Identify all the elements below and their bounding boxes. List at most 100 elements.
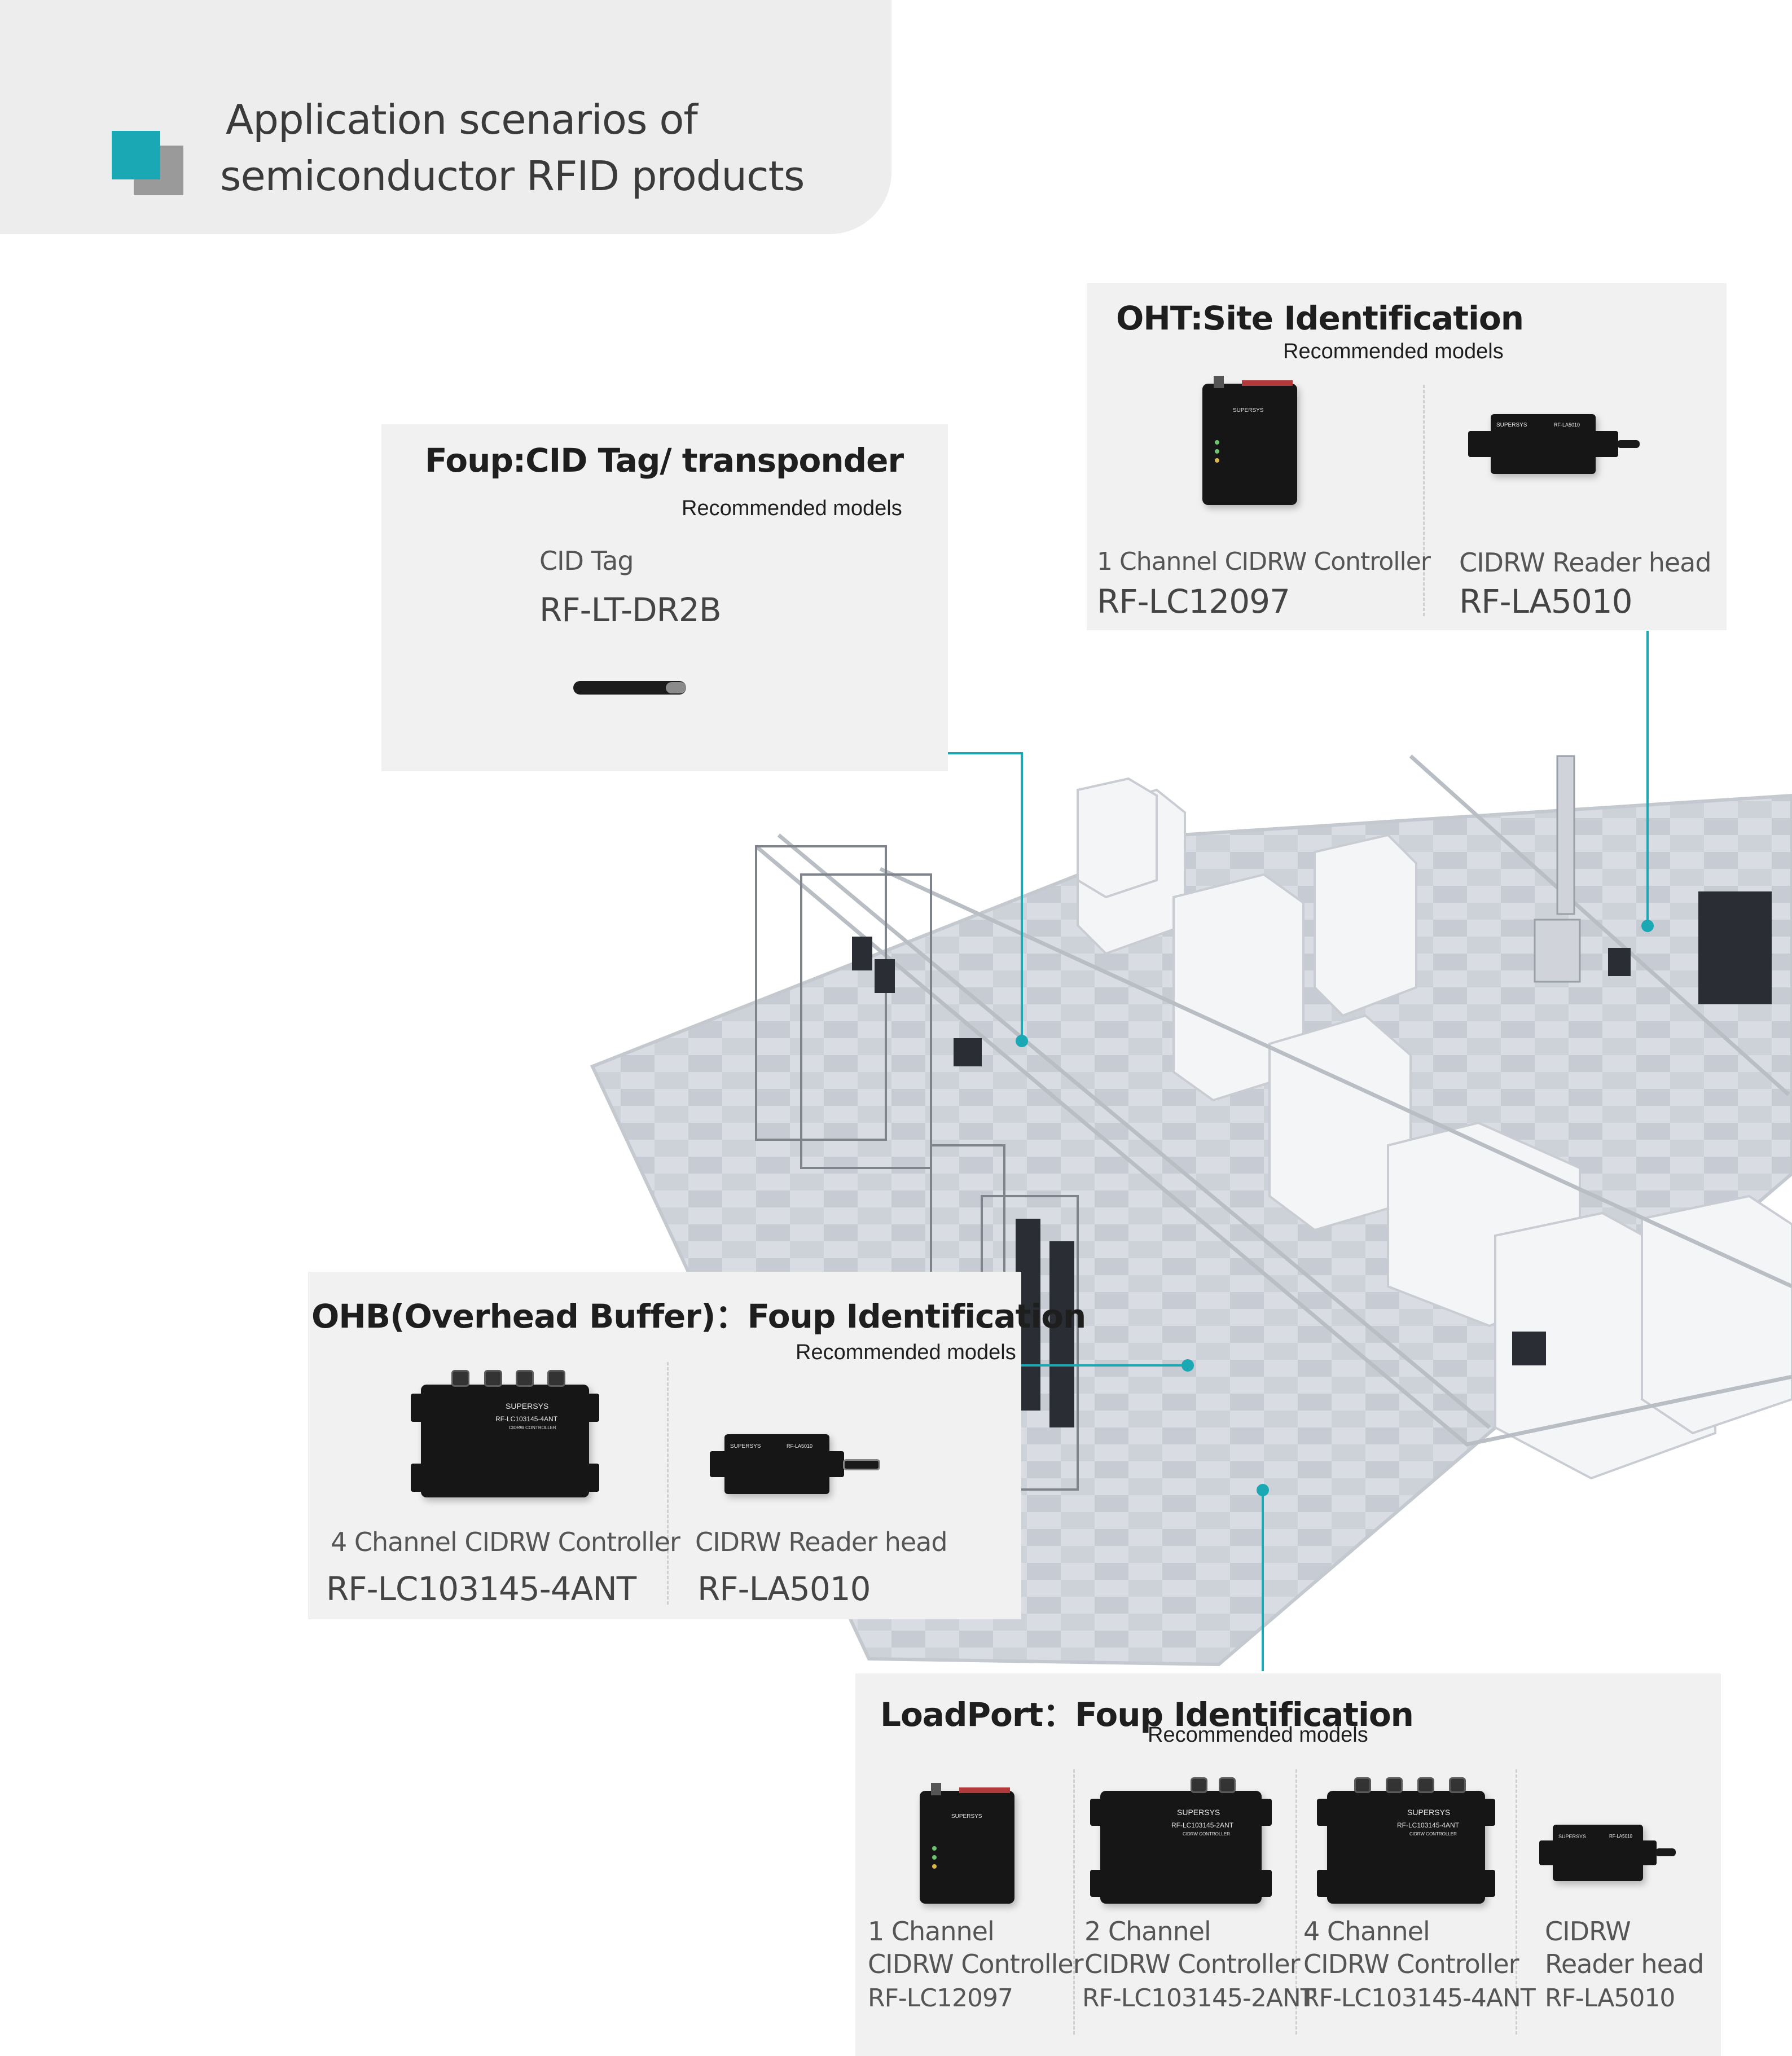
status-led-icon [932,1864,937,1869]
panel-ohb-recommended: Recommended models [796,1341,1016,1364]
antenna-port-icon [931,1783,941,1795]
ohb-controller-4ch-image: SUPERSYS RF-LC103145-4ANT CIDRW CONTROLL… [411,1370,599,1497]
cid-tag-image [573,681,686,695]
loadport-item2-line1: 2 Channel [1084,1916,1211,1947]
status-led-icon [1215,458,1219,463]
loadport-item4-model: RF-LA5010 [1545,1984,1675,2013]
loadport-item1-line1: 1 Channel [868,1916,995,1947]
loadport-controller-4ch-image: SUPERSYS RF-LC103145-4ANT CIDRW CONTROLL… [1317,1777,1495,1904]
oht-item1-label: 1 Channel CIDRW Controller [1097,547,1431,576]
foup-connector-dot [1016,1035,1028,1047]
cable-icon [1617,440,1640,448]
head-model-marking: RF-LA5010 [1609,1834,1632,1839]
panel-ohb-divider [667,1362,669,1605]
mount-ear-right [827,1451,844,1477]
loadport-controller-1ch-image: SUPERSYS [920,1783,1014,1904]
antenna-port-icon [1214,376,1224,388]
device-model-marking: RF-LC103145-2ANT [1171,1821,1234,1829]
mount-ear [1317,1870,1329,1897]
page-title-line1: Application scenarios of [226,96,698,143]
loadport-item2-line2: CIDRW Controller [1084,1949,1301,1979]
antenna-port-icon [516,1370,534,1387]
ohb-connector-line [1021,1364,1186,1367]
loadport-item1-line2: CIDRW Controller [868,1949,1084,1979]
loadport-connector-line [1262,1490,1264,1671]
loadport-item3-line1: 4 Channel [1303,1916,1430,1947]
device-brand: SUPERSYS [730,1443,761,1449]
status-led-icon [932,1855,937,1860]
cid-tag-model: RF-LT-DR2B [539,591,722,629]
head-model-marking: RF-LA5010 [787,1443,813,1449]
antenna-port-icon [1191,1777,1207,1793]
antenna-port-icon [1219,1777,1236,1793]
panel-oht-divider [1423,385,1425,616]
mount-ear [411,1394,423,1422]
loadport-divider-3 [1516,1769,1517,2035]
ohb-item1-model: RF-LC103145-4ANT [326,1570,636,1608]
device-sub-marking: CIDRW CONTROLLER [509,1425,556,1430]
device-brand: SUPERSYS [1177,1808,1220,1817]
status-led-icon [932,1846,937,1851]
mount-ear-right [1641,1840,1657,1865]
status-led-icon [1215,449,1219,454]
mount-ear [587,1394,599,1422]
logo-front-square-icon [112,131,160,179]
antenna-port-icon [1417,1777,1434,1793]
device-brand: SUPERSYS [1558,1834,1587,1839]
oht-item2-model: RF-LA5010 [1459,582,1633,621]
mount-ear [1259,1799,1272,1826]
antenna-port-icon [1354,1777,1371,1793]
mount-ear [1483,1799,1495,1826]
ohb-item1-label: 4 Channel CIDRW Controller [331,1527,680,1557]
cable-icon [843,1459,880,1470]
mount-ear-left [1539,1840,1555,1865]
mount-ear [1259,1870,1272,1897]
cid-tag-label: CID Tag [539,546,634,576]
cid-tag-tip [666,682,686,693]
loadport-reader-head-image: SUPERSYS RF-LA5010 [1539,1825,1676,1881]
device-brand: SUPERSYS [1496,422,1527,428]
device-sub-marking: CIDRW CONTROLLER [1183,1831,1230,1837]
mount-ear [1317,1799,1329,1826]
loadport-connector-dot [1257,1484,1269,1496]
panel-oht-recommended: Recommended models [1283,340,1504,363]
loadport-item4-line2: Reader head [1545,1949,1704,1979]
loadport-divider-1 [1073,1769,1075,2035]
head-model-marking: RF-LA5010 [1554,422,1580,428]
panel-foup-recommended: Recommended models [682,497,902,520]
ohb-item2-model: RF-LA5010 [697,1570,871,1608]
panel-ohb-title: OHB(Overhead Buffer)：Foup Identification [311,1297,1086,1335]
mount-ear [1483,1870,1495,1897]
oht-connector-line [1646,631,1649,924]
loadport-item4-line1: CIDRW [1545,1916,1631,1947]
antenna-port-icon [451,1370,469,1387]
page-title: Application scenarios of semiconductor R… [220,91,805,204]
device-brand: SUPERSYS [951,1813,982,1820]
oht-controller-1ch-image: SUPERSYS [1202,376,1297,505]
loadport-controller-2ch-image: SUPERSYS RF-LC103145-2ANT CIDRW CONTROLL… [1090,1777,1272,1904]
foup-connector-line-v [1021,752,1023,1041]
mount-ear-left [710,1451,727,1477]
oht-item2-label: CIDRW Reader head [1459,547,1712,578]
top-label-strip [959,1787,1010,1793]
loadport-divider-2 [1295,1769,1297,2035]
antenna-port-icon [484,1370,502,1387]
device-model-marking: RF-LC103145-4ANT [495,1415,558,1423]
loadport-item3-line2: CIDRW Controller [1303,1949,1519,1979]
panel-loadport-title: LoadPort：Foup Identification [880,1695,1414,1734]
status-led-icon [1215,440,1219,445]
mount-ear [587,1464,599,1492]
antenna-port-icon [1386,1777,1403,1793]
panel-foup-title: Foup:CID Tag/ transponder [425,441,904,480]
antenna-port-icon [1449,1777,1466,1793]
panel-oht: OHT:Site Identification Recommended mode… [1087,283,1727,630]
fab-illustration [590,754,1792,1667]
device-brand: SUPERSYS [1407,1808,1451,1817]
mount-ear-right [1593,431,1618,457]
panel-loadport-recommended: Recommended models [1148,1723,1368,1747]
loadport-item3-model: RF-LC103145-4ANT [1302,1984,1536,2013]
page-title-line2: semiconductor RFID products [220,152,805,200]
oht-reader-head-image: SUPERSYS RF-LA5010 [1468,414,1640,474]
ohb-connector-dot [1182,1359,1194,1372]
top-label-strip [1242,380,1293,386]
